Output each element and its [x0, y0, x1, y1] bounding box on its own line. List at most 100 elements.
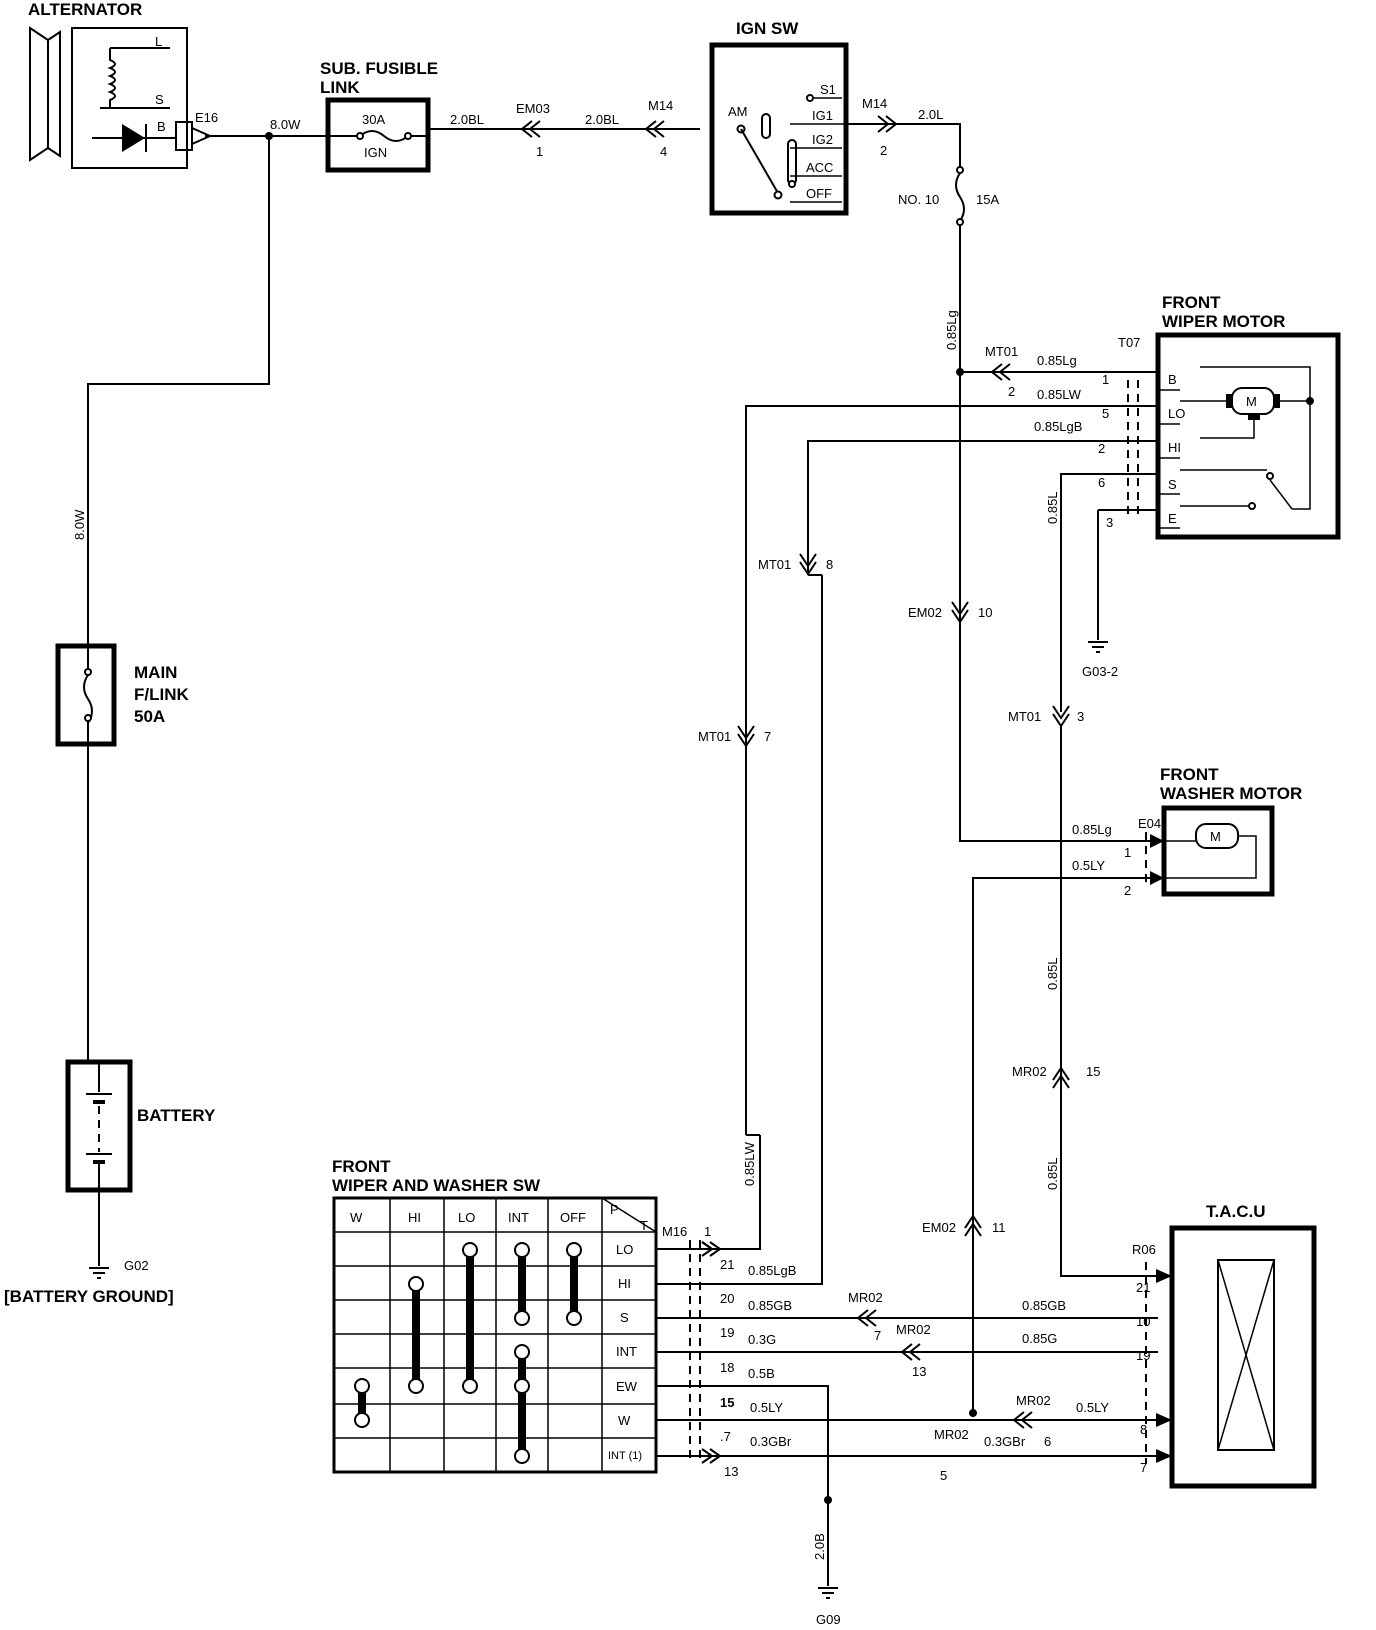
m14b-label: M14	[862, 96, 887, 111]
m14-connector-icon	[644, 120, 665, 138]
mt01-3-label: MT01	[1008, 709, 1041, 724]
ground-g09: G09	[816, 1587, 841, 1627]
t07-pin-6: 6	[1098, 475, 1105, 490]
wl-05ly-r: 0.5LY	[1076, 1400, 1109, 1415]
mr02-15-label: MR02	[1012, 1064, 1047, 1079]
wm-motor-m: M	[1246, 394, 1257, 409]
ign-contact-arm	[740, 128, 779, 194]
wl-085gb-r: 0.85GB	[1022, 1298, 1066, 1313]
wl-03g-19: 0.3G	[748, 1332, 776, 1347]
mt01-7-pin: 7	[764, 729, 771, 744]
m14-out-connector-icon	[877, 115, 898, 133]
wl-058-18: 0.5B	[748, 1366, 775, 1381]
battery-title: BATTERY	[137, 1106, 216, 1125]
ww-row-ew: EW	[616, 1379, 638, 1394]
diode-icon	[122, 124, 145, 152]
wm-pin-b: B	[1168, 372, 1177, 387]
m16-pin-7: .7	[720, 1429, 731, 1444]
ign-contact-ig1	[761, 113, 771, 139]
ww-sw-title2: WIPER AND WASHER SW	[332, 1176, 541, 1195]
e04-pin-1: 1	[1124, 845, 1131, 860]
alternator-body	[71, 27, 188, 169]
t07-pin-1: 1	[1102, 372, 1109, 387]
r06-pin-8: 8	[1140, 1422, 1147, 1437]
alternator: ALTERNATOR L S B E16	[28, 0, 218, 169]
wm-pin-hi: HI	[1168, 440, 1181, 455]
pulley-icon	[29, 26, 49, 162]
field-coil-icon	[100, 47, 170, 109]
mr02-7-icon	[856, 1309, 877, 1327]
m16-pin-19: 19	[720, 1325, 734, 1340]
t07-pin-3: 3	[1106, 515, 1113, 530]
alt-pin-l: L	[155, 34, 162, 49]
wl-03gbr-r: 0.3GBr	[984, 1434, 1026, 1449]
wl-20b: 2.0B	[812, 1533, 827, 1560]
wl-085gb-20: 0.85GB	[748, 1298, 792, 1313]
alt-pin-s: S	[155, 92, 164, 107]
ww-row-int1: INT (1)	[608, 1450, 642, 1462]
wire-sw-hi-up	[656, 575, 823, 1285]
g02-label: G02	[124, 1258, 149, 1273]
wire-05ly-to-washer	[972, 877, 1150, 1413]
wiper-motor-title2: WIPER MOTOR	[1162, 312, 1285, 331]
mt01-1-label: MT01	[985, 344, 1018, 359]
sub-link-title2: LINK	[320, 78, 360, 97]
ign-sw-title: IGN SW	[736, 19, 799, 38]
wsm-motor-m: M	[1210, 829, 1221, 844]
wl-085lg-t1: 0.85Lg	[1037, 353, 1077, 368]
sub-fusible-link: SUB. FUSIBLE LINK 30A IGN	[320, 59, 438, 173]
e16-connector	[175, 121, 193, 151]
ign-pos-am: AM	[728, 104, 748, 119]
wire-label-20bl-b: 2.0BL	[585, 112, 619, 127]
pulley-groove-icon	[47, 30, 61, 158]
main-link-title3: 50A	[134, 707, 165, 726]
mt01-8-label: MT01	[758, 557, 791, 572]
wire-085l-to-tacu	[1060, 726, 1158, 1277]
front-wiper-motor: FRONT WIPER MOTOR B LO HI S E M T07	[1118, 293, 1341, 540]
ign-pos-ig1: IG1	[812, 108, 833, 123]
mt01-connector-icon	[990, 363, 1011, 381]
wl-085g-r: 0.85G	[1022, 1331, 1057, 1346]
r06-pin-21: 21	[1136, 1280, 1150, 1295]
ignition-switch: IGN SW S1 AM IG1 IG2 ACC OFF	[709, 19, 849, 216]
wl-085lgb-21: 0.85LgB	[748, 1263, 796, 1278]
ww-col-lo: LO	[458, 1210, 475, 1225]
wiper-washer-switch: FRONT WIPER AND WASHER SW W HI LO INT OF…	[332, 1157, 658, 1474]
m16-pin: 1	[704, 1224, 711, 1239]
ign-pos-off: OFF	[806, 186, 832, 201]
wl-085lg-e04: 0.85Lg	[1072, 822, 1112, 837]
wm-pin-e: E	[1168, 511, 1177, 526]
em03-pin: 1	[536, 144, 543, 159]
mr02-13-pin: 13	[912, 1364, 926, 1379]
em02-10-pin: 10	[978, 605, 992, 620]
ww-pt-p: P	[610, 1202, 619, 1217]
switch-contact-bars	[354, 1242, 582, 1464]
tacu-module: T.A.C.U R06 21 10 19 8 7	[1132, 1202, 1317, 1489]
m14b-pin: 2	[880, 143, 887, 158]
tacu-ic-icon	[1217, 1259, 1275, 1451]
wire-ign-to-fuse	[846, 123, 961, 168]
main-link-title1: MAIN	[134, 663, 177, 682]
ww-sw-title1: FRONT	[332, 1157, 391, 1176]
wiper-motor-box	[1155, 332, 1341, 540]
g09-label: G09	[816, 1612, 841, 1627]
ww-col-int: INT	[508, 1210, 529, 1225]
washer-motor-title2: WASHER MOTOR	[1160, 784, 1302, 803]
wl-085l-v2: 0.85L	[1045, 957, 1060, 990]
washer-motor-title1: FRONT	[1160, 765, 1219, 784]
wl-085lw-t2: 0.85LW	[1037, 387, 1082, 402]
washer-motor-box	[1161, 805, 1275, 897]
tacu-box	[1169, 1225, 1317, 1489]
t07-pin-2: 2	[1098, 441, 1105, 456]
em03-label: EM03	[516, 101, 550, 116]
wl-085l-v3: 0.85L	[1045, 1157, 1060, 1190]
wire-em02-to-washer	[959, 372, 1158, 842]
wire-label-8ow: 8.0W	[270, 117, 301, 132]
main-link-title2: F/LINK	[134, 685, 189, 704]
wire-wm-hi	[807, 440, 1158, 575]
wiper-motor-title1: FRONT	[1162, 293, 1221, 312]
ww-row-lo: LO	[616, 1242, 633, 1257]
e04-pin-2: 2	[1124, 883, 1131, 898]
m16-pin-15: 15	[720, 1395, 734, 1410]
